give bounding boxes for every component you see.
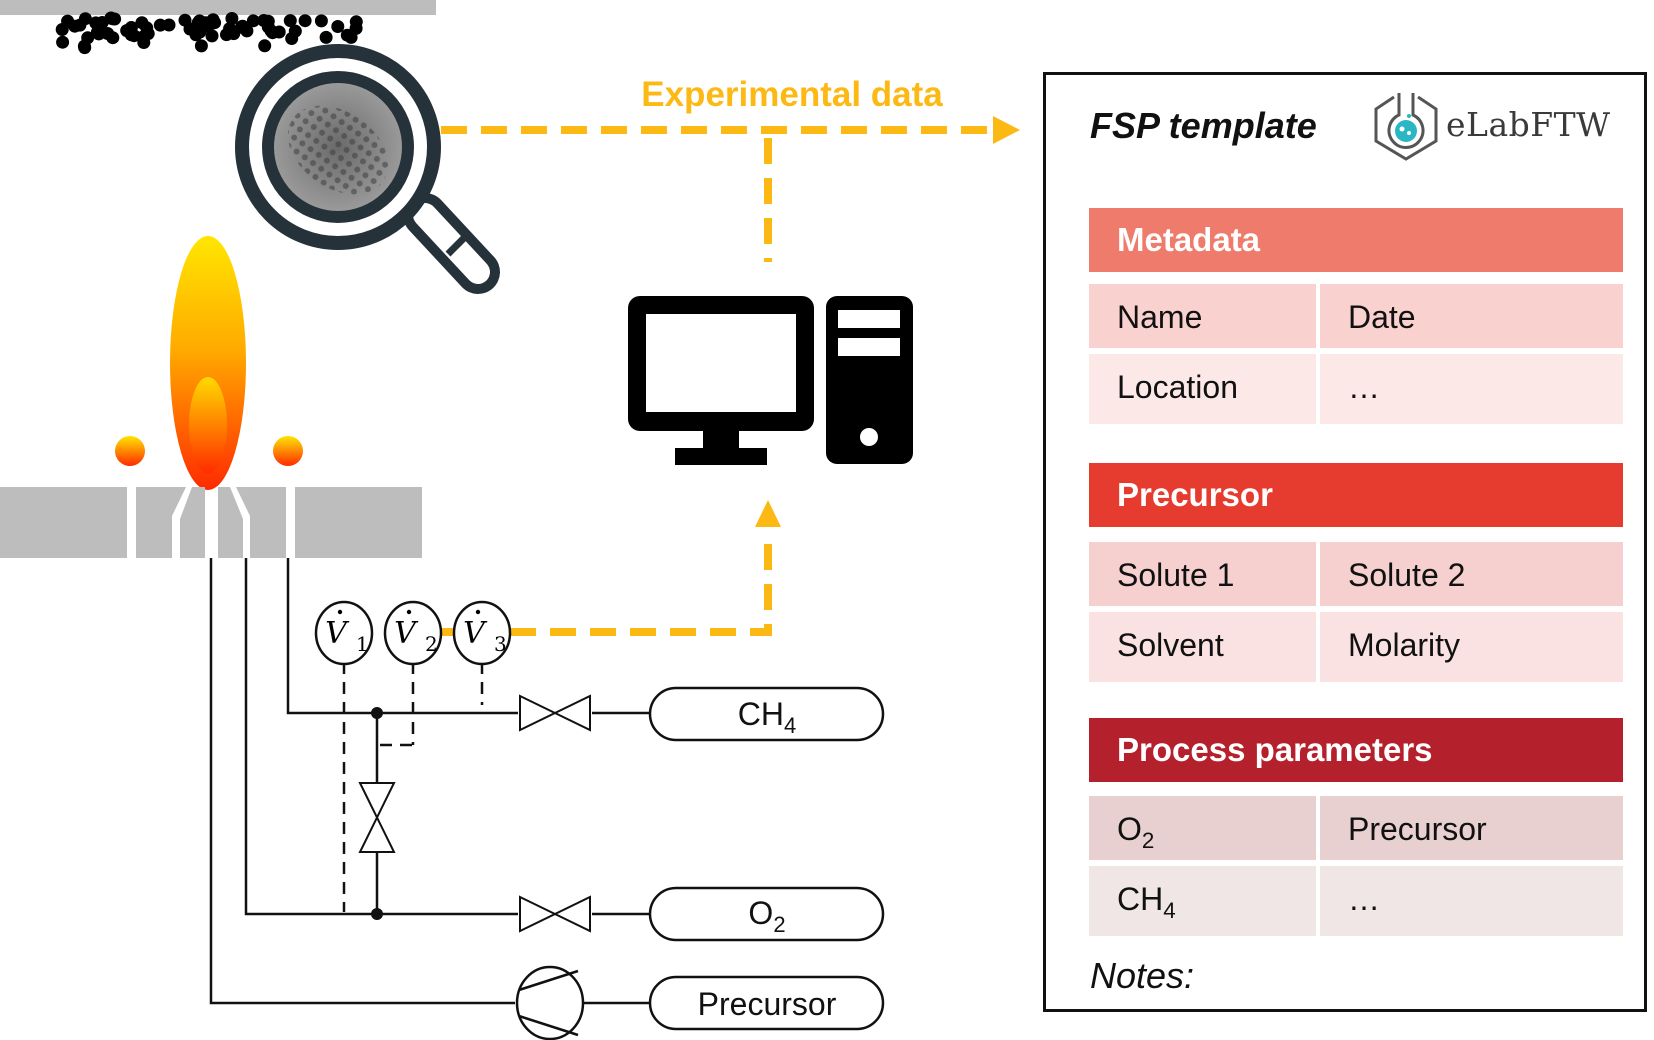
flow-meter-index: 3 [494, 632, 507, 656]
particle [56, 35, 70, 49]
notes-label: Notes: [1090, 955, 1195, 996]
template-field: … [1320, 866, 1623, 936]
computer-icon [628, 296, 913, 465]
section-header: Precursor [1089, 463, 1623, 527]
particle [283, 14, 297, 28]
particle [340, 28, 354, 42]
supply-tanks [648, 686, 885, 1031]
flow-rate-dot [337, 609, 343, 615]
particle [194, 39, 208, 53]
template-field: Location [1089, 354, 1316, 424]
support-flamelet-left [115, 436, 145, 466]
flame-icon [115, 236, 303, 490]
particle [61, 14, 75, 28]
valve-icon [358, 782, 396, 853]
template-field: Precursor [1320, 796, 1623, 860]
section-header: Metadata [1089, 208, 1623, 272]
pump-icon [515, 965, 585, 1040]
arrow-to-template-icon [993, 116, 1020, 144]
data-flow-lines [441, 126, 995, 636]
precursor-tank [648, 975, 885, 1031]
particle [220, 28, 233, 42]
flow-meter-label: V [463, 616, 488, 651]
particle [349, 21, 363, 35]
microscope-magnifier-icon [235, 44, 500, 294]
particle [140, 21, 154, 35]
template-field: Name [1089, 284, 1316, 348]
particle [272, 25, 286, 39]
template-field: Solute 2 [1320, 542, 1623, 606]
burner-nozzle [0, 487, 422, 558]
template-field: O2 [1089, 796, 1316, 860]
elabftw-logo-text: eLabFTW [1446, 105, 1611, 144]
flow-meter-index: 2 [425, 632, 438, 656]
template-field: … [1320, 354, 1623, 424]
elabftw-logo: eLabFTW [1368, 89, 1630, 161]
particle [104, 11, 118, 25]
flow-meter-index: 1 [356, 632, 369, 656]
flow-rate-dot [406, 609, 412, 615]
particle [178, 13, 192, 27]
pipe-junction [371, 908, 383, 920]
o2-tank [648, 886, 885, 942]
particle [298, 14, 312, 28]
template-field: Solute 1 [1089, 542, 1316, 606]
ch4-tank [648, 686, 885, 742]
particle [201, 19, 215, 33]
pipe-junction [371, 707, 383, 719]
support-flamelet-right [273, 436, 303, 466]
template-field: CH4 [1089, 866, 1316, 936]
experimental-data-label: Experimental data [641, 75, 943, 114]
particle [246, 14, 260, 28]
particle [153, 18, 167, 32]
tank-label: O2 [748, 895, 785, 937]
particle [285, 32, 299, 45]
arrow-to-computer-icon [755, 500, 781, 527]
template-field: Date [1320, 284, 1623, 348]
template-field: Molarity [1320, 612, 1623, 682]
template-title: FSP template [1090, 105, 1317, 146]
flow-meter-label: V [325, 616, 350, 651]
substrate-plate [0, 0, 436, 15]
particle [331, 20, 345, 33]
particle [319, 30, 333, 44]
tank-label: Precursor [698, 986, 837, 1022]
particle [81, 31, 95, 45]
elabftw-flask-icon [1374, 93, 1438, 161]
valve-icon [519, 895, 591, 933]
flow-rate-dot [475, 609, 481, 615]
particle [235, 20, 249, 34]
particle [92, 27, 106, 41]
particle [73, 18, 87, 32]
tank-label: CH4 [738, 696, 796, 738]
valve-icon [519, 694, 591, 732]
particle [258, 39, 272, 53]
flow-meter-label: V [394, 616, 419, 651]
particle [124, 21, 138, 34]
piping [209, 558, 650, 1005]
particle [314, 14, 328, 28]
particle [78, 41, 92, 55]
section-header: Process parameters [1089, 718, 1623, 782]
signal-lines [342, 662, 484, 912]
particle-deposit [55, 11, 363, 55]
template-field: Solvent [1089, 612, 1316, 682]
particle [225, 12, 239, 25]
